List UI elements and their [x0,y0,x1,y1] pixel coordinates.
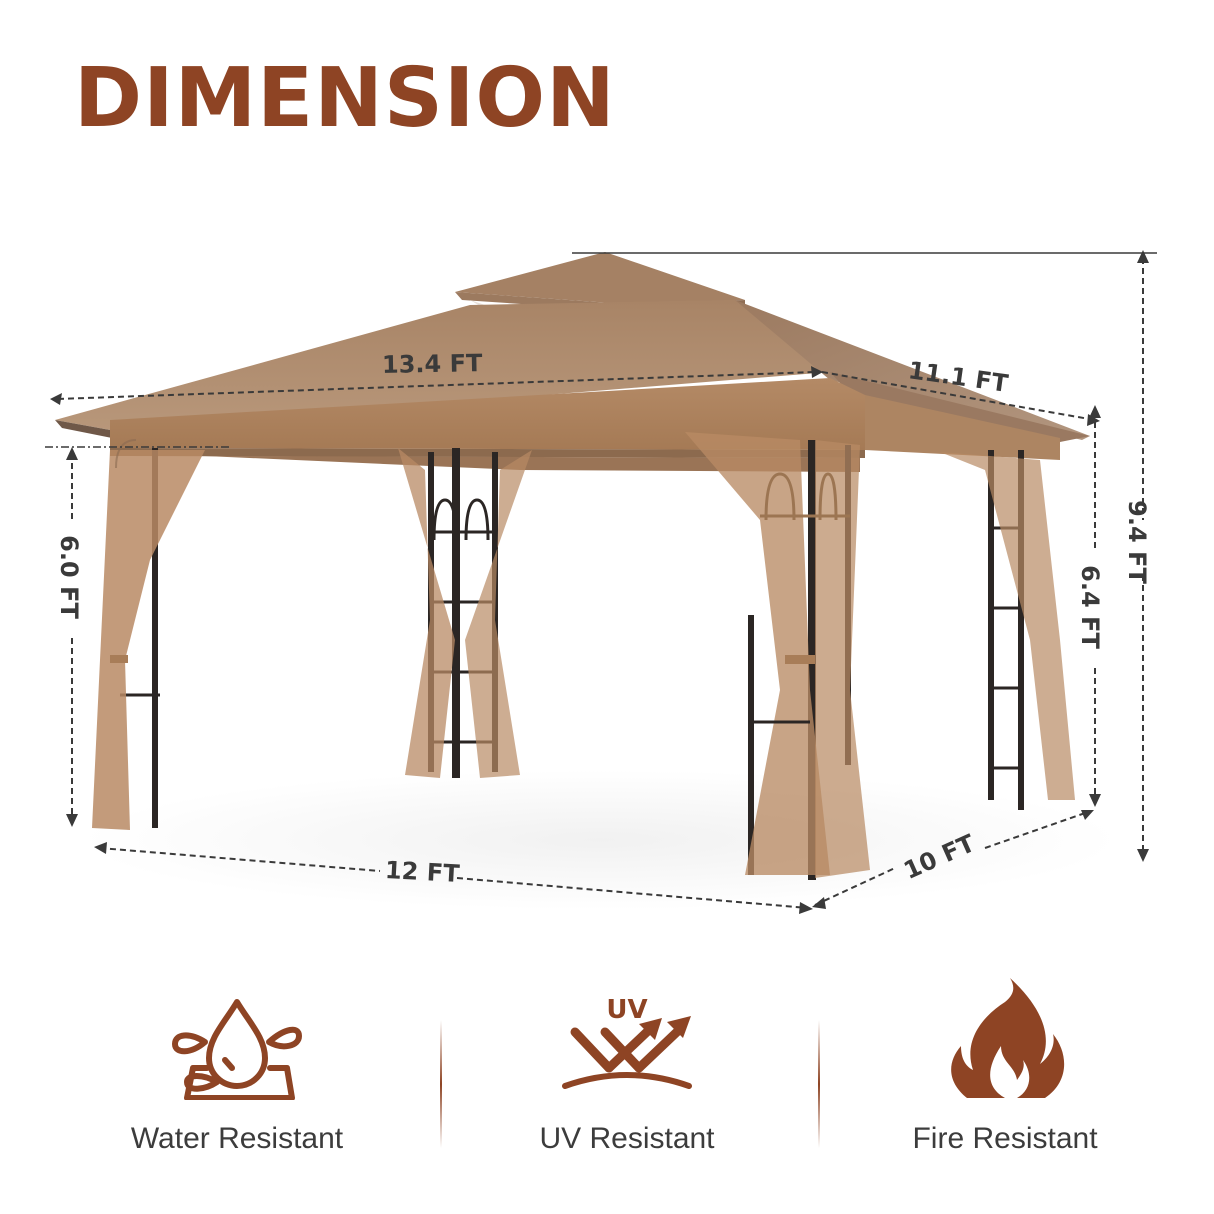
dim-label-base-length: 12 FT [384,856,461,888]
roof-valance [110,378,865,450]
svg-text:UV: UV [606,995,647,1025]
water-drop-icon [172,999,302,1100]
page-title: DIMENSION [74,51,616,146]
feature-label: Water Resistant [130,1122,344,1155]
gazebo-illustration [45,250,1157,914]
dim-label-total-height: 9.4 FT [1122,500,1151,584]
flame-icon [951,978,1065,1098]
dimension-arrowheads [50,250,1149,914]
divider [440,1020,442,1148]
roof-main [55,300,1090,442]
feature-uv-resistant: UV UV Resistant [477,960,777,1180]
dim-label-left-height: 6.0 FT [54,535,83,619]
dimension-lines [57,258,1144,909]
leg-front-left [92,439,205,830]
leg-back-right [940,450,1075,810]
divider [818,1020,820,1148]
feature-label: Fire Resistant [912,1122,1098,1155]
feature-fire-resistant: Fire Resistant [855,960,1155,1180]
dim-label-right-height: 6.4 FT [1075,565,1104,649]
leg-back-left [398,448,532,778]
dim-label-roof-length: 13.4 FT [381,349,483,379]
leg-front-right [685,432,870,880]
feature-water-resistant: Water Resistant [87,960,387,1180]
feature-label: UV Resistant [539,1122,715,1155]
uv-reflect-icon: UV [562,995,692,1089]
